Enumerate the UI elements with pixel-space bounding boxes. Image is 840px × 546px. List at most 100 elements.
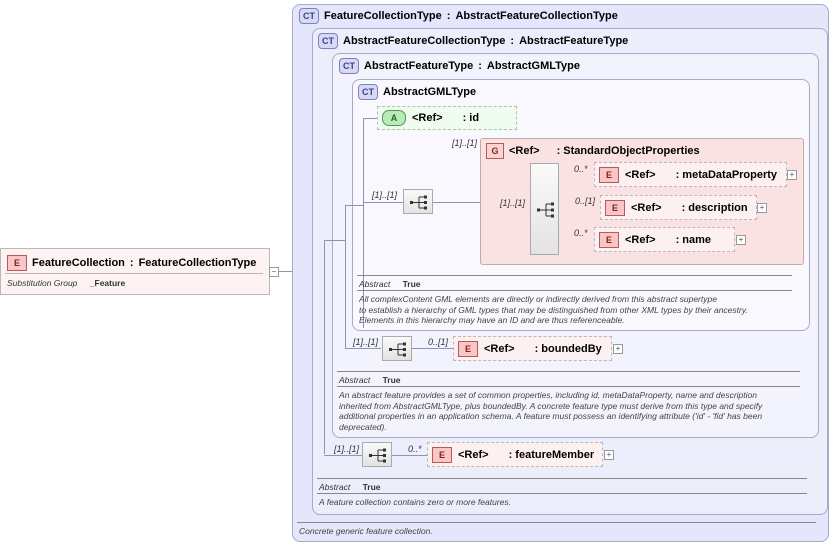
element-badge: E — [605, 199, 625, 216]
doc-line: Concrete generic feature collection. — [299, 526, 433, 536]
type-base: AbstractFeatureType — [519, 35, 629, 47]
element-description[interactable]: E <Ref> : description — [600, 195, 757, 220]
type-name: AbstractFeatureType — [364, 60, 474, 72]
substitution-value: _Feature — [89, 278, 126, 288]
type-name: AbstractFeatureCollectionType — [343, 35, 506, 47]
connector-line — [363, 118, 377, 119]
doc-line: An abstract feature provides a set of co… — [339, 390, 757, 400]
attribute-id[interactable]: A <Ref> : id — [377, 106, 517, 130]
complex-type-badge: CT — [358, 84, 378, 100]
group-occurrence: [1]..[1] — [452, 138, 478, 148]
sequence-occurrence: [1]..[1] — [334, 444, 360, 454]
doc-line: All complexContent GML elements are dire… — [359, 294, 717, 304]
type-separator: : — [129, 257, 134, 269]
element-badge: E — [599, 166, 619, 183]
divider — [357, 290, 792, 291]
expand-toggle[interactable]: + — [757, 203, 767, 213]
type-name: AbstractGMLType — [383, 86, 477, 98]
root-element-type: FeatureCollectionType — [138, 257, 257, 269]
element-badge: E — [7, 255, 27, 271]
element-occurrence: 0..[1] — [575, 196, 596, 206]
abstract-label: Abstract — [359, 279, 391, 289]
documentation-collection: A feature collection contains zero or mo… — [319, 497, 511, 508]
abstract-flag-gml: Abstract True — [359, 279, 421, 289]
complex-type-badge: CT — [339, 58, 359, 74]
element-name: : featureMember — [508, 448, 595, 461]
connector-line — [392, 455, 427, 456]
root-element-name: FeatureCollection — [32, 257, 125, 269]
sequence-box-feature[interactable] — [382, 336, 412, 361]
element-feature-member[interactable]: E <Ref> : featureMember — [427, 442, 603, 467]
ref-label: <Ref> — [412, 112, 443, 124]
group-name: : StandardObjectProperties — [556, 145, 700, 157]
connector-line — [363, 202, 403, 203]
element-occurrence: 0..* — [574, 228, 588, 238]
divider — [337, 386, 800, 387]
documentation-concrete: Concrete generic feature collection. — [299, 526, 433, 537]
attribute-badge: A — [382, 110, 406, 126]
element-name: : description — [681, 201, 748, 214]
sequence-box-group[interactable] — [530, 163, 559, 255]
root-divider — [5, 273, 263, 274]
expand-toggle[interactable]: + — [604, 450, 614, 460]
doc-line: to establish a hierarchy of GML types th… — [359, 304, 748, 315]
ref-label: <Ref> — [625, 168, 656, 181]
ref-label: <Ref> — [625, 233, 656, 246]
sequence-occurrence: [1]..[1] — [372, 190, 398, 200]
sequence-box-gml[interactable] — [403, 189, 433, 214]
abstract-label: Abstract — [319, 482, 351, 492]
doc-line: Elements in this hierarchy may have an I… — [359, 315, 625, 325]
connector-line — [324, 240, 325, 454]
type-base: AbstractGMLType — [486, 60, 580, 72]
element-bounded-by[interactable]: E <Ref> : boundedBy — [453, 336, 612, 361]
divider — [337, 371, 800, 372]
element-occurrence: 0..* — [408, 444, 422, 454]
expand-toggle[interactable]: + — [787, 170, 797, 180]
sequence-icon — [389, 342, 406, 357]
collapse-toggle[interactable]: − — [269, 267, 279, 277]
type-name: FeatureCollectionType — [324, 10, 442, 22]
connector-line — [345, 205, 346, 348]
doc-line: inherited from AbstractGMLType, plus bou… — [339, 400, 763, 411]
element-name: : boundedBy — [534, 342, 602, 355]
attribute-name: : id — [462, 112, 480, 124]
abstract-flag-collection: Abstract True — [319, 482, 381, 492]
element-badge: E — [458, 340, 478, 357]
connector-line — [324, 240, 345, 241]
element-name-box[interactable]: E <Ref> : name — [594, 227, 735, 252]
documentation-gml: All complexContent GML elements are dire… — [359, 294, 748, 326]
expand-toggle[interactable]: + — [613, 344, 623, 354]
expand-toggle[interactable]: + — [736, 235, 746, 245]
doc-line: additional properties in an application … — [339, 411, 763, 421]
substitution-label: Substitution Group — [7, 278, 78, 288]
type-separator: : — [478, 60, 482, 72]
documentation-feature: An abstract feature provides a set of co… — [339, 390, 762, 432]
connector-line — [324, 455, 362, 456]
abstract-value: True — [402, 279, 421, 289]
divider — [317, 493, 807, 494]
substitution-group: Substitution Group _Feature — [7, 278, 125, 288]
root-element-box[interactable]: E FeatureCollection : FeatureCollectionT… — [0, 248, 270, 295]
element-badge: E — [432, 446, 452, 463]
connector-line — [363, 118, 364, 328]
abstract-flag-feature: Abstract True — [339, 375, 401, 385]
divider — [317, 478, 807, 479]
ref-label: <Ref> — [631, 201, 662, 214]
ref-label: <Ref> — [484, 342, 515, 355]
connector-line — [345, 348, 381, 349]
sequence-icon — [410, 195, 427, 210]
doc-line: deprecated). — [339, 421, 387, 432]
ref-label: <Ref> — [458, 448, 489, 461]
abstract-value: True — [362, 482, 381, 492]
element-badge: E — [599, 231, 619, 248]
ref-label: <Ref> — [509, 145, 540, 157]
element-occurrence: 0..* — [574, 164, 588, 174]
type-base: AbstractFeatureCollectionType — [455, 10, 618, 22]
element-meta-data-property[interactable]: E <Ref> : metaDataProperty — [594, 162, 787, 187]
complex-type-badge: CT — [318, 33, 338, 49]
abstract-label: Abstract — [339, 375, 371, 385]
type-separator: : — [446, 10, 451, 22]
sequence-occurrence: [1]..[1] — [500, 198, 526, 208]
type-separator: : — [510, 35, 515, 47]
sequence-box-collection[interactable] — [362, 442, 392, 467]
